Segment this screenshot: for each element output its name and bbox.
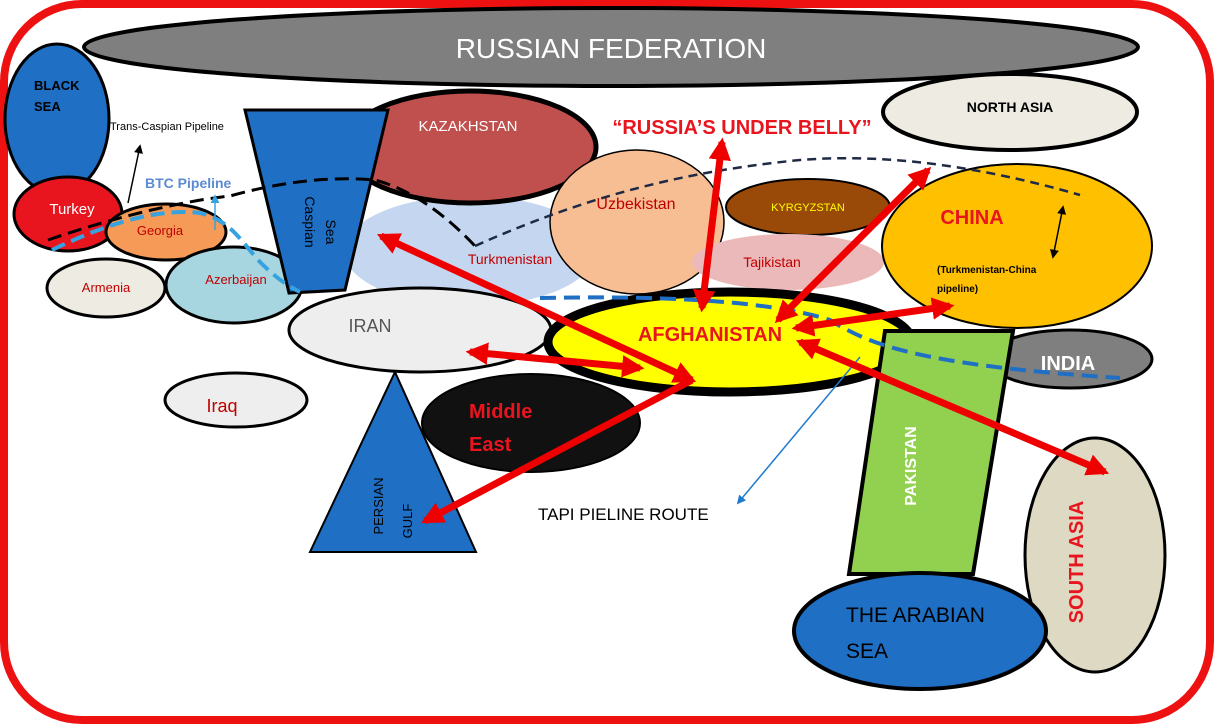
caspian-sea-label-1: Caspian — [302, 196, 318, 247]
south-asia-label: SOUTH ASIA — [1066, 501, 1088, 624]
kyrgyzstan-label: KYRGYZSTAN — [771, 202, 845, 214]
iraq-shape — [163, 371, 309, 429]
trans-caspian-pipeline-label: Trans-Caspian Pipeline — [110, 121, 224, 133]
caspian-sea-label-2: Sea — [323, 220, 339, 245]
azerbaijan-label: Azerbaijan — [205, 272, 266, 287]
iraq-label: Iraq — [206, 396, 237, 416]
pakistan-label: PAKISTAN — [903, 426, 920, 505]
iran-label: IRAN — [348, 316, 391, 336]
north-asia-label: NORTH ASIA — [967, 99, 1054, 115]
tajikistan-label: Tajikistan — [743, 254, 801, 270]
russia-shape — [82, 6, 1140, 88]
arrow-iran-afghanistan — [465, 342, 645, 378]
black-sea-shape — [3, 42, 111, 196]
arrow-underbelly-afghanistan — [693, 137, 731, 313]
russia-label: RUSSIAN FEDERATION — [456, 33, 767, 64]
china-label: CHINA — [940, 207, 1003, 229]
middle-east-label: Middle East — [469, 401, 538, 456]
persian-gulf-label-2: GULF — [400, 504, 415, 539]
uzbekistan-shape — [549, 149, 725, 295]
black-sea-label: BLACK SEA — [34, 78, 83, 114]
turkmenistan-china-pipeline-line — [474, 156, 1081, 248]
kazakhstan-label: KAZAKHSTAN — [419, 118, 518, 135]
turkey-label: Turkey — [49, 201, 95, 218]
persian-gulf-label-1: PERSIAN — [371, 477, 386, 534]
china-shape — [881, 163, 1153, 329]
underbelly-label: “RUSSIA’S UNDER BELLY” — [612, 117, 871, 139]
red-arrows — [376, 137, 1110, 525]
china-pipeline-note: (Turkmenistan-China pipeline) — [937, 265, 1039, 295]
afghanistan-label: AFGHANISTAN — [638, 324, 782, 346]
arrow-afghanistan-china-pipeline — [791, 297, 955, 337]
btc-pipeline-label: BTC Pipeline — [145, 175, 232, 191]
china-pipeline-arrow — [1049, 205, 1067, 259]
caspian-sea-shape — [243, 108, 390, 295]
arabian-sea-shape — [792, 571, 1048, 691]
arrow-afghanistan-china — [774, 166, 932, 324]
btc-pipeline-line — [51, 210, 301, 294]
tapi-route-label: TAPI PIELINE ROUTE — [538, 505, 709, 524]
trans-caspian-pipeline-line — [47, 177, 477, 248]
kazakhstan-shape — [341, 88, 599, 206]
turkmenistan-label: Turkmenistan — [468, 251, 552, 267]
arabian-sea-label: THE ARABIAN SEA — [846, 604, 991, 663]
armenia-label: Armenia — [82, 280, 131, 295]
georgia-label: Georgia — [137, 223, 184, 238]
uzbekistan-label: Uzbekistan — [596, 196, 675, 213]
north-asia-shape — [881, 72, 1139, 152]
arrow-afghanistan-south-asia — [795, 338, 1110, 476]
trans-caspian-arrow — [127, 144, 143, 204]
arrow-middle-east-persian-gulf — [421, 376, 694, 525]
